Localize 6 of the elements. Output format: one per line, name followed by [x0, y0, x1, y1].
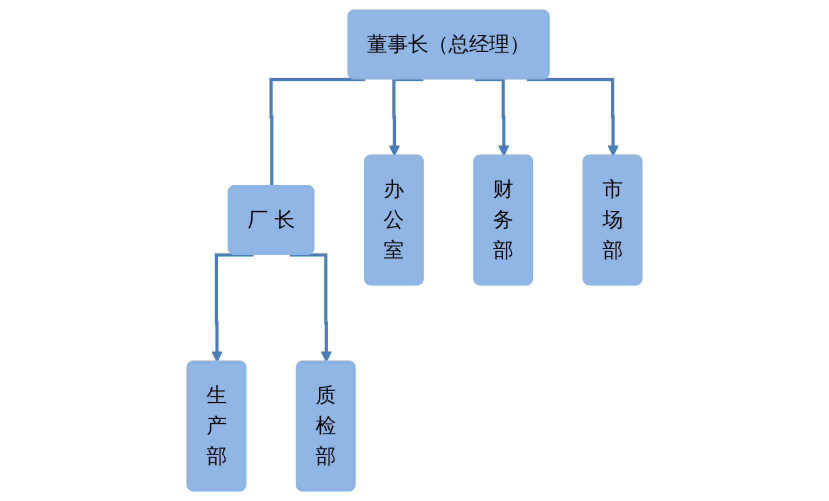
- connector: [270, 78, 366, 186]
- arrow: [475, 78, 510, 156]
- arrow: [388, 78, 424, 156]
- arrow: [290, 253, 332, 362]
- arrow: [526, 78, 619, 156]
- arrow: [211, 253, 254, 362]
